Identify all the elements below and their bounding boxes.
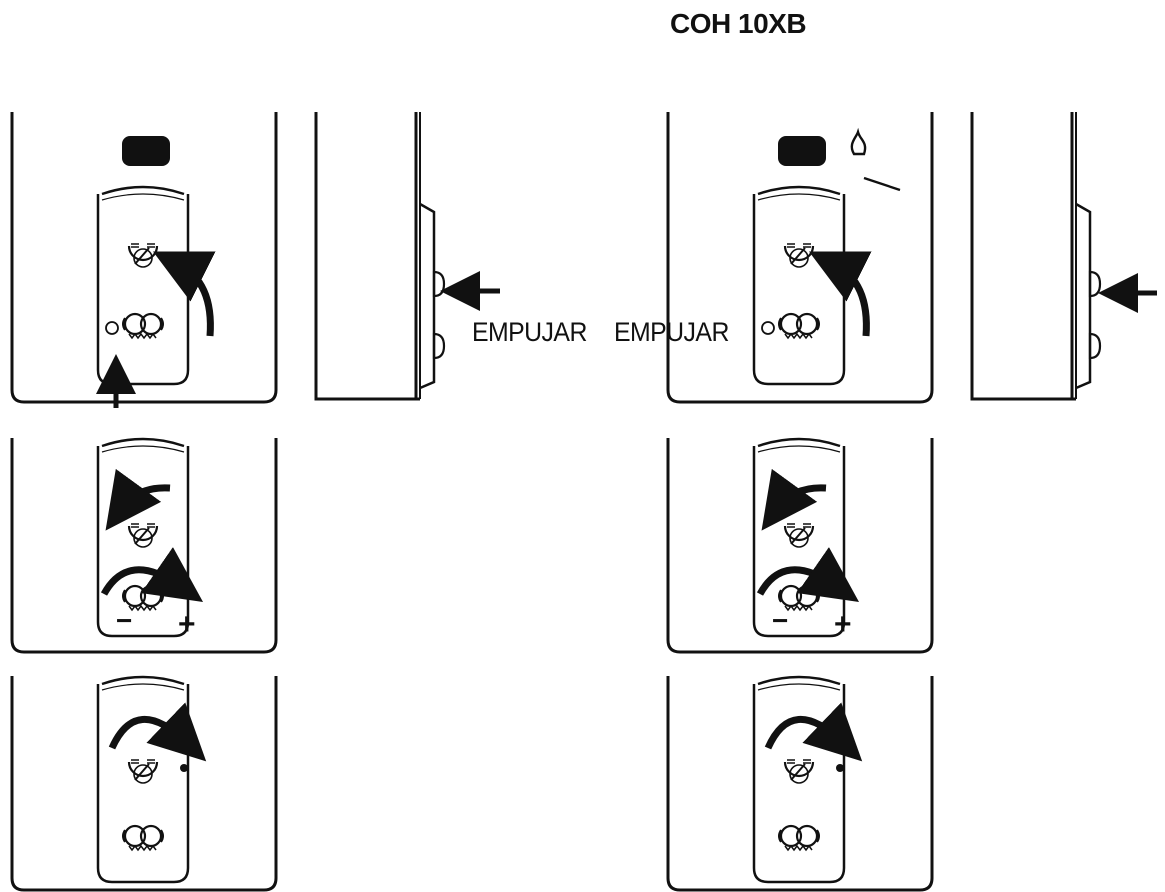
panel-top [756,675,842,692]
off-position-dot [180,764,188,772]
panel-top [100,437,186,454]
heater-front-step2: −+ [666,437,934,654]
page-title: COH 10XB [670,8,807,39]
plus-sign: + [834,608,852,641]
knob-icon [777,312,821,340]
pilot-light-icon [761,321,775,335]
heater-front-step3 [666,675,934,892]
heater-front-step2: −+ [10,437,278,654]
heater-side-view-right [970,112,1102,401]
heater-front-step1 [666,112,934,404]
display-window [122,136,170,166]
heater-body [10,438,278,654]
plus-sign: + [178,608,196,641]
rotate-arrow-icon [152,251,216,337]
control-panel [96,675,207,884]
panel-outline [96,194,190,386]
gas-valve-icon [127,522,159,549]
control-panel: −+ [96,437,204,641]
push-label-1: EMPUJAR [472,317,587,347]
match-icon [863,176,901,192]
side-body [314,112,420,401]
rotate-off-arrow-icon [764,702,863,762]
rotate-right-arrow-icon [100,547,204,602]
minus-sign: − [772,605,788,636]
gas-valve-icon [783,522,815,549]
side-panel [419,202,436,390]
control-panel [752,675,863,884]
panel-top [756,437,842,454]
rotate-left-arrow-icon [105,468,171,531]
panel-top [756,185,842,202]
rotate-right-arrow-icon [756,547,860,602]
gas-valve-icon [127,758,159,785]
side-knob-icon [432,270,446,360]
gas-valve-icon [127,242,159,269]
panel-top [100,185,186,202]
knob-icon [121,312,165,340]
heater-front-step1 [10,112,278,404]
heater-side-view-left [314,112,446,401]
heater-body [666,676,934,892]
display-window [778,136,826,166]
control-panel [752,185,872,386]
knob-icon [777,824,821,852]
rotate-left-arrow-icon [761,468,827,531]
panel-outline [96,684,190,884]
knob-icon [121,824,165,852]
panel-outline [752,684,846,884]
heater-body [666,112,934,404]
panel-outline [752,446,846,638]
control-panel: −+ [752,437,860,641]
heater-body [10,676,278,892]
side-knob-icon [1088,270,1102,360]
gas-valve-icon [783,242,815,269]
panel-outline [96,446,190,638]
minus-sign: − [116,605,132,636]
heater-body [666,438,934,654]
gas-valve-icon [783,758,815,785]
fire-icon [850,127,867,156]
rotate-off-arrow-icon [108,702,207,762]
side-panel [1075,202,1092,390]
pilot-light-icon [105,321,119,335]
side-body [970,112,1076,401]
panel-top [100,675,186,692]
off-position-dot [836,764,844,772]
control-panel [96,185,216,386]
heater-body [10,112,278,404]
rotate-arrow-icon [808,251,872,337]
heater-front-step3 [10,675,278,892]
panel-outline [752,194,846,386]
push-label-2: EMPUJAR [614,317,729,347]
